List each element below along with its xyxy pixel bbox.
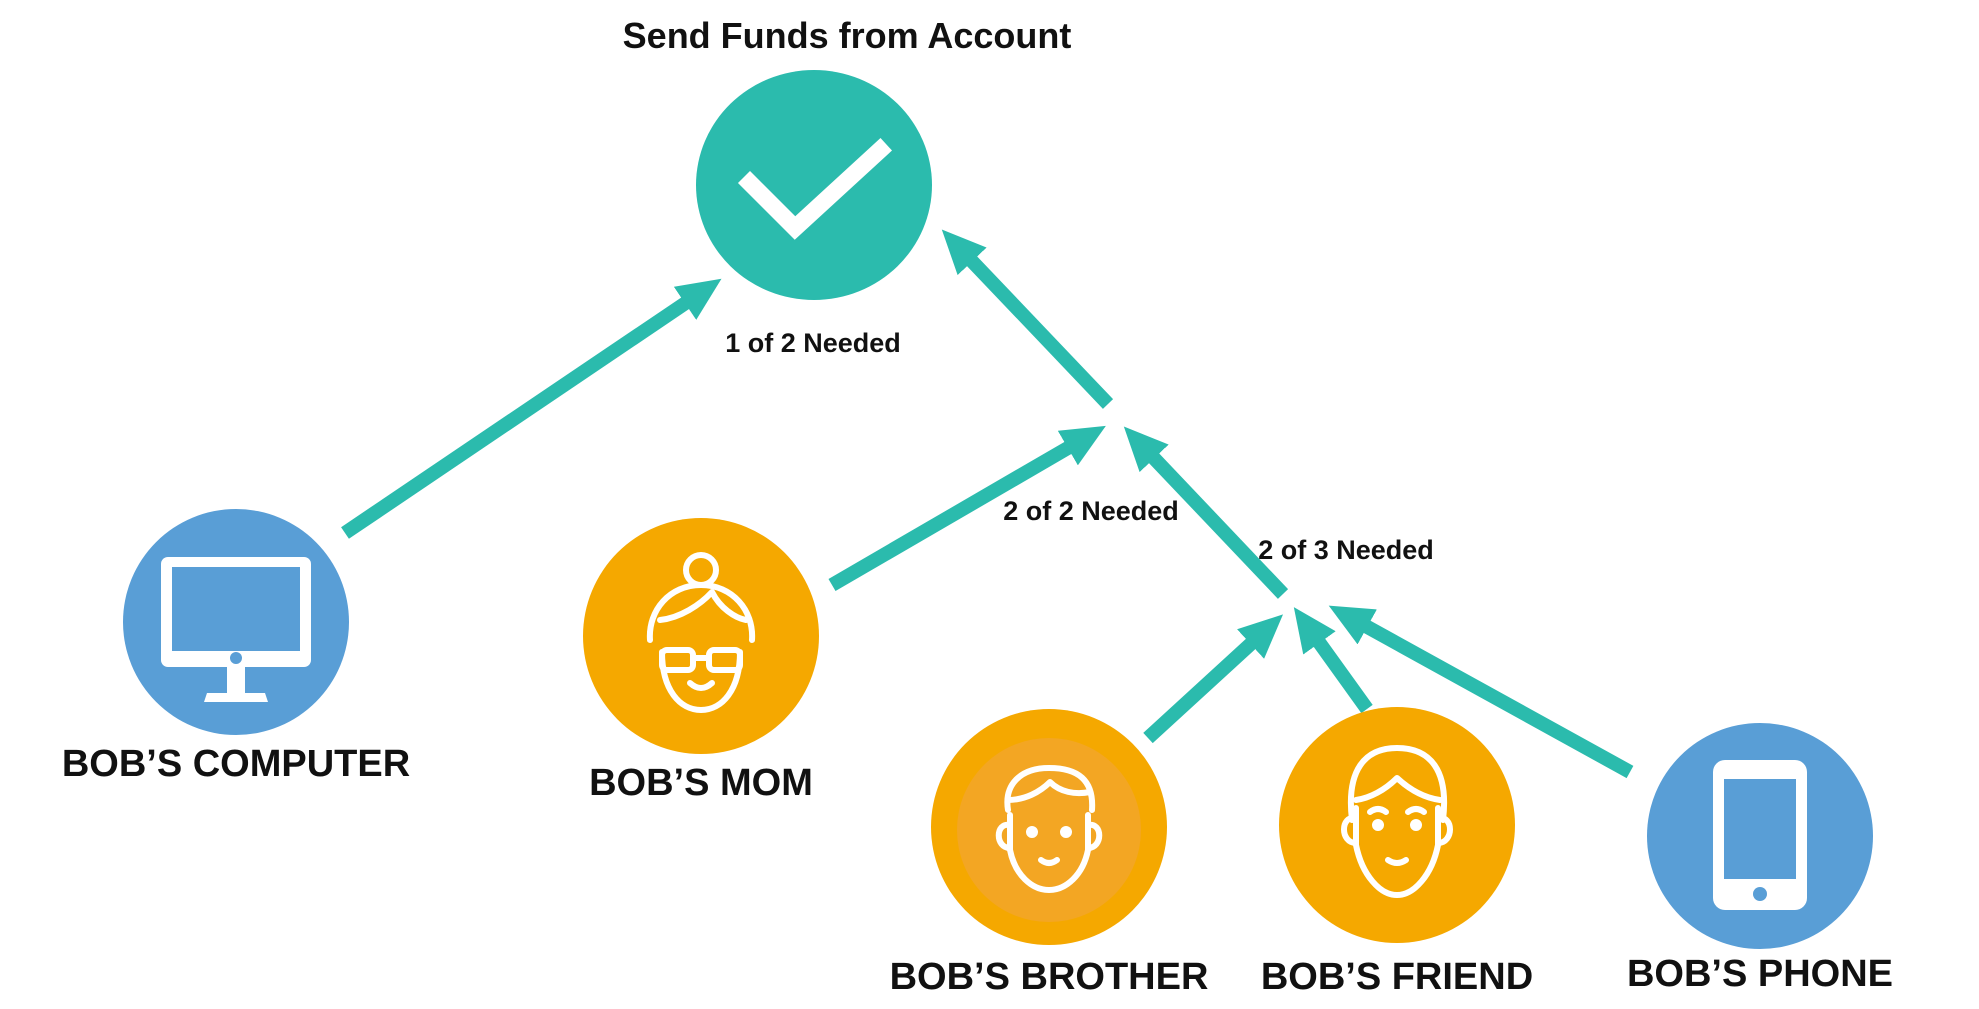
smartphone-icon [1713, 760, 1807, 910]
mom-label: BOB’S MOM [589, 762, 813, 804]
computer-label: BOB’S COMPUTER [62, 743, 410, 785]
approval-circle [696, 70, 932, 300]
node-bobs-brother: BOB’S BROTHER [890, 709, 1209, 998]
boy-face-icon [995, 765, 1103, 893]
arrows [341, 229, 1634, 779]
arrow-group-to-approval [941, 229, 1114, 409]
node-bobs-friend: BOB’S FRIEND [1261, 707, 1533, 998]
mom-circle [583, 518, 819, 754]
arrow-phone-to-subgroup [1328, 605, 1634, 779]
arrow-friend-to-subgroup [1293, 607, 1373, 714]
node-bobs-mom: BOB’S MOM [583, 518, 819, 804]
computer-monitor-icon [161, 557, 311, 702]
phone-label: BOB’S PHONE [1627, 953, 1893, 995]
diagram-title: Send Funds from Account [623, 15, 1072, 56]
threshold-label-lower: 2 of 3 Needed [1258, 535, 1434, 565]
woman-with-glasses-icon [646, 552, 756, 713]
friend-label: BOB’S FRIEND [1261, 956, 1533, 998]
node-bobs-phone: BOB’S PHONE [1627, 723, 1893, 995]
arrow-brother-to-subgroup [1143, 614, 1284, 744]
threshold-label-middle: 2 of 2 Needed [1003, 496, 1179, 526]
arrow-mom-to-group [828, 425, 1106, 592]
approval-node [696, 70, 932, 300]
arrow-subgroup-to-group [1123, 426, 1289, 599]
friend-circle [1279, 707, 1515, 943]
man-face-icon [1341, 745, 1453, 898]
node-bobs-computer: BOB’S COMPUTER [62, 509, 410, 785]
brother-inner-circle [957, 738, 1141, 922]
threshold-label-top: 1 of 2 Needed [725, 328, 901, 358]
checkmark-icon [737, 137, 893, 240]
brother-label: BOB’S BROTHER [890, 956, 1209, 998]
arrow-computer-to-approval [341, 278, 722, 539]
